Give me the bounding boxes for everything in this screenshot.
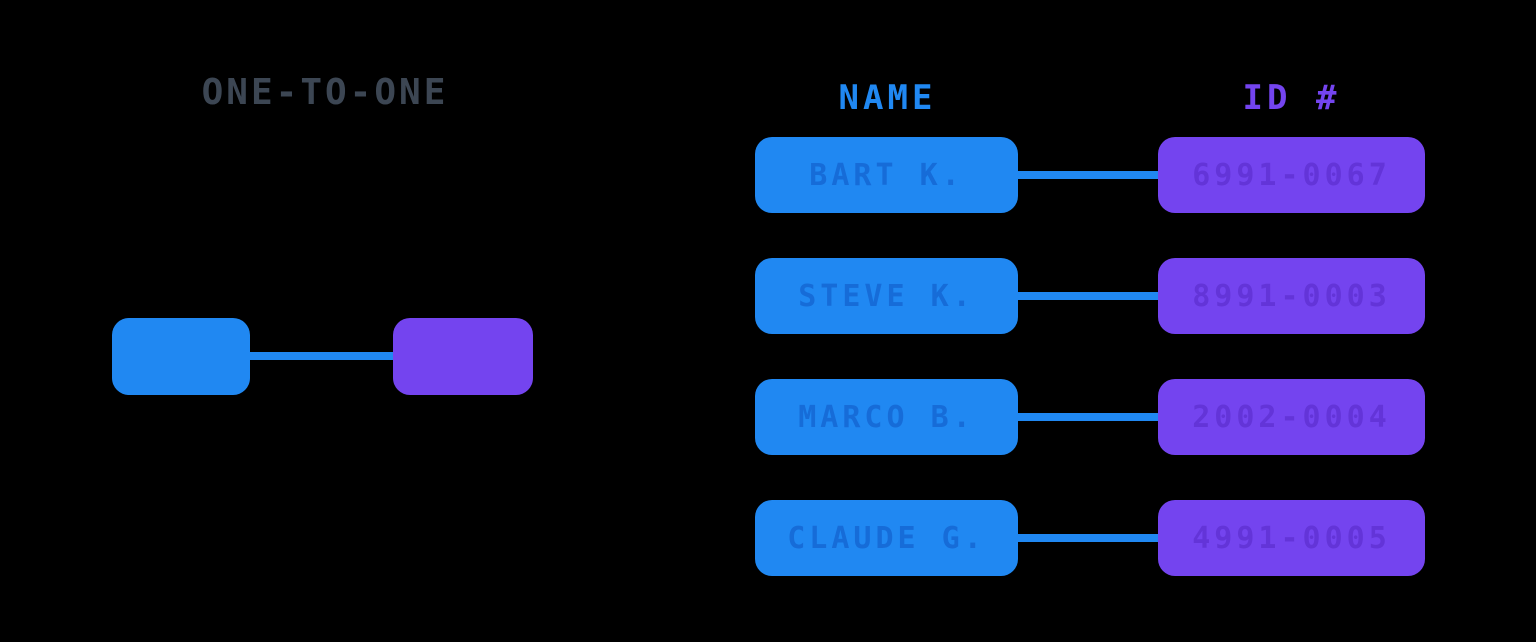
id-box: 8991-0003 (1158, 258, 1425, 334)
id-box: 6991-0067 (1158, 137, 1425, 213)
schematic-entity-box-blue (112, 318, 250, 395)
id-box: 2002-0004 (1158, 379, 1425, 455)
name-box: MARCO B. (755, 379, 1018, 455)
row-connector-line (1018, 171, 1158, 179)
row-connector-line (1018, 413, 1158, 421)
row-connector-line (1018, 292, 1158, 300)
name-box: STEVE K. (755, 258, 1018, 334)
schematic-entity-box-purple (393, 318, 533, 395)
schematic-connector-line (248, 352, 395, 360)
name-box: BART K. (755, 137, 1018, 213)
column-header-id: ID # (1242, 78, 1341, 118)
diagram-title: ONE-TO-ONE (201, 72, 449, 113)
column-header-name: NAME (838, 78, 937, 118)
id-box: 4991-0005 (1158, 500, 1425, 576)
name-box: CLAUDE G. (755, 500, 1018, 576)
row-connector-line (1018, 534, 1158, 542)
